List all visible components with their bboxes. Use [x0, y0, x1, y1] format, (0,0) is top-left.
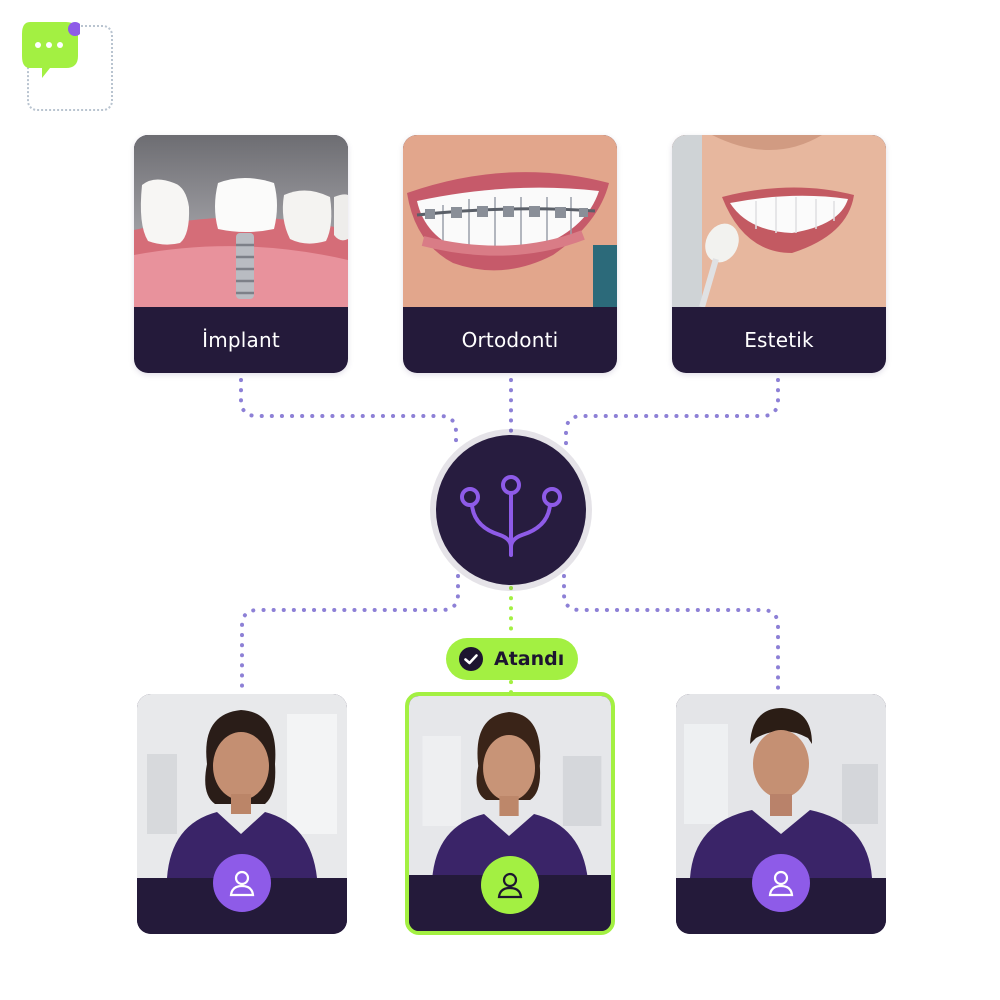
braces-smile-photo	[403, 135, 617, 307]
staff-photo-male	[676, 694, 886, 878]
dental-implant-photo	[134, 135, 348, 307]
staff-photo-female	[137, 694, 347, 878]
service-card-estetik[interactable]: Estetik	[672, 135, 886, 373]
staff-card-male[interactable]	[676, 694, 886, 934]
chat-bubble-icon	[22, 22, 80, 78]
user-icon	[768, 870, 794, 897]
user-icon	[229, 870, 255, 897]
staff-card-female-2-selected[interactable]	[405, 692, 615, 935]
staff-photo-female	[409, 696, 611, 880]
branching-tree-icon	[460, 475, 562, 557]
user-icon	[497, 872, 523, 899]
service-card-implant[interactable]: İmplant	[134, 135, 348, 373]
assigned-label: Atandı	[494, 648, 565, 670]
connector-implant	[239, 378, 458, 447]
routing-hub	[436, 435, 586, 585]
veneer-smile-photo	[672, 135, 886, 307]
connector-estetik	[564, 378, 780, 447]
service-label: Estetik	[744, 328, 814, 352]
staff-card-female-1[interactable]	[137, 694, 347, 934]
service-card-ortodonti[interactable]: Ortodonti	[403, 135, 617, 373]
connector-staff-left	[240, 574, 460, 692]
staff-avatar-badge[interactable]	[752, 854, 810, 912]
connector-staff-right	[562, 574, 780, 692]
service-label: Ortodonti	[461, 328, 559, 352]
assigned-badge: Atandı	[446, 638, 578, 680]
service-label: İmplant	[202, 328, 280, 352]
check-circle-icon	[459, 647, 483, 671]
staff-avatar-badge[interactable]	[213, 854, 271, 912]
staff-avatar-badge-selected[interactable]	[481, 856, 539, 914]
